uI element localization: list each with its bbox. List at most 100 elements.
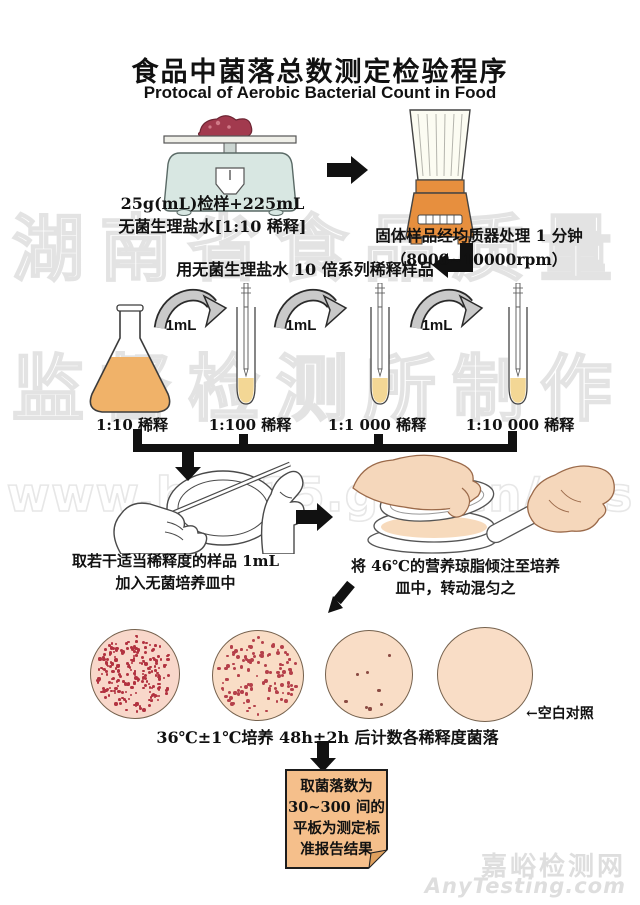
colony-dot bbox=[268, 689, 271, 692]
colony-dot bbox=[279, 663, 282, 667]
colony-dot bbox=[230, 646, 233, 650]
colony-dot bbox=[260, 653, 265, 658]
colony-dot bbox=[102, 656, 105, 659]
colony-dot bbox=[232, 652, 236, 656]
colony-dot bbox=[227, 698, 231, 703]
pouring-caption: 将 46℃的营养琼脂倾注至培养 皿中，转动混匀之 bbox=[323, 555, 588, 599]
colony-dot bbox=[97, 668, 101, 671]
colony-dot bbox=[129, 693, 133, 696]
colony-dot bbox=[147, 682, 150, 685]
colony-dot bbox=[149, 658, 152, 661]
colony-dot bbox=[110, 642, 114, 645]
colony-dot bbox=[249, 644, 253, 649]
petri-dish-dense bbox=[90, 629, 180, 719]
dilution-label-1-10000: 1:10 000 稀释 bbox=[465, 416, 575, 434]
colony-dot bbox=[117, 664, 120, 667]
colony-dot bbox=[279, 683, 284, 687]
colony-dot bbox=[260, 651, 265, 656]
test-tube-icon bbox=[236, 283, 256, 405]
colony-dot bbox=[132, 649, 136, 653]
colony-dot bbox=[157, 654, 160, 658]
colony-dot bbox=[224, 694, 228, 699]
colony-dot bbox=[290, 693, 293, 696]
colony-dot bbox=[263, 663, 267, 667]
colony-dot bbox=[159, 658, 163, 661]
colony-dot bbox=[240, 648, 243, 651]
colony-dot bbox=[119, 649, 123, 653]
colony-dot bbox=[224, 666, 228, 671]
colony-dot bbox=[247, 658, 252, 663]
colony-dot bbox=[155, 694, 158, 698]
colony-dot bbox=[113, 655, 116, 659]
colony-dot bbox=[126, 665, 130, 669]
colony-dot bbox=[232, 666, 237, 670]
colony-dot bbox=[108, 653, 112, 656]
petri-dish-sparse bbox=[325, 630, 413, 719]
colony-dot bbox=[133, 681, 136, 684]
colony-dot bbox=[108, 665, 112, 669]
colony-dot bbox=[289, 670, 294, 675]
test-tube-icon bbox=[370, 283, 390, 405]
result-note: 取菌落数为 30~300 间的 平板为测定标 准报告结果 bbox=[285, 769, 388, 869]
colony-dot bbox=[236, 655, 241, 660]
colony-dot bbox=[268, 687, 271, 690]
result-note-text: 取菌落数为 30~300 间的 平板为测定标 准报告结果 bbox=[287, 776, 386, 860]
colony-dot bbox=[140, 662, 144, 665]
colony-dot bbox=[366, 671, 370, 675]
folded-corner-icon bbox=[368, 849, 388, 869]
pouring-caption-line1: 将 46℃的营养琼脂倾注至培养 bbox=[350, 557, 561, 575]
colony-dot bbox=[229, 695, 234, 700]
colony-dot bbox=[132, 644, 136, 648]
colony-dot bbox=[289, 684, 293, 688]
colony-dot bbox=[152, 656, 155, 660]
colony-dot bbox=[126, 647, 129, 651]
colony-dot bbox=[376, 688, 381, 693]
colony-dot bbox=[157, 687, 161, 691]
colony-dot bbox=[220, 686, 224, 690]
result-note-line3: 平板为测定标 bbox=[293, 820, 380, 837]
colony-dot bbox=[138, 705, 142, 708]
weigh-caption-line2: 无菌生理盐水[1:10 稀释] bbox=[118, 217, 307, 236]
colony-dot bbox=[105, 673, 109, 676]
colony-dot bbox=[105, 661, 108, 664]
colony-dot bbox=[157, 682, 161, 686]
colony-dot bbox=[154, 659, 159, 663]
colony-dot bbox=[221, 681, 225, 685]
colony-dot bbox=[109, 686, 112, 690]
watermark-url: www.hn315.gov.cn/sps bbox=[6, 467, 634, 524]
colony-dot bbox=[256, 712, 260, 716]
petri-dish-medium bbox=[212, 630, 304, 721]
result-note-line1: 取菌落数为 bbox=[300, 778, 373, 795]
test-tube-icon bbox=[508, 283, 528, 405]
transfer-volume-label: 1mL bbox=[165, 317, 197, 334]
colony-dot bbox=[108, 643, 111, 647]
colony-dot bbox=[163, 664, 166, 667]
colony-dot bbox=[100, 666, 103, 670]
colony-dot bbox=[105, 657, 109, 662]
colony-dot bbox=[130, 659, 134, 663]
colony-dot bbox=[124, 682, 128, 686]
colony-dot bbox=[143, 676, 148, 681]
colony-dot bbox=[257, 661, 260, 664]
colony-dot bbox=[149, 696, 152, 699]
colony-dot bbox=[112, 647, 116, 651]
colony-dot bbox=[279, 698, 283, 702]
colony-dot bbox=[116, 680, 119, 683]
colony-dot bbox=[112, 676, 116, 680]
colony-dot bbox=[150, 694, 154, 698]
colony-dot bbox=[273, 686, 277, 691]
colony-dot bbox=[217, 666, 221, 671]
colony-dot bbox=[226, 664, 230, 668]
colony-dot bbox=[113, 687, 117, 691]
colony-dot bbox=[115, 648, 119, 652]
colony-dot bbox=[131, 661, 134, 665]
colony-dot bbox=[286, 660, 290, 664]
colony-dot bbox=[133, 673, 137, 677]
colony-dot bbox=[141, 680, 145, 684]
colony-dot bbox=[165, 687, 170, 691]
colony-dot bbox=[133, 654, 136, 658]
colony-dot bbox=[261, 640, 264, 644]
colony-dot bbox=[122, 680, 125, 683]
colony-dot bbox=[282, 670, 286, 674]
colony-dot bbox=[293, 661, 297, 666]
